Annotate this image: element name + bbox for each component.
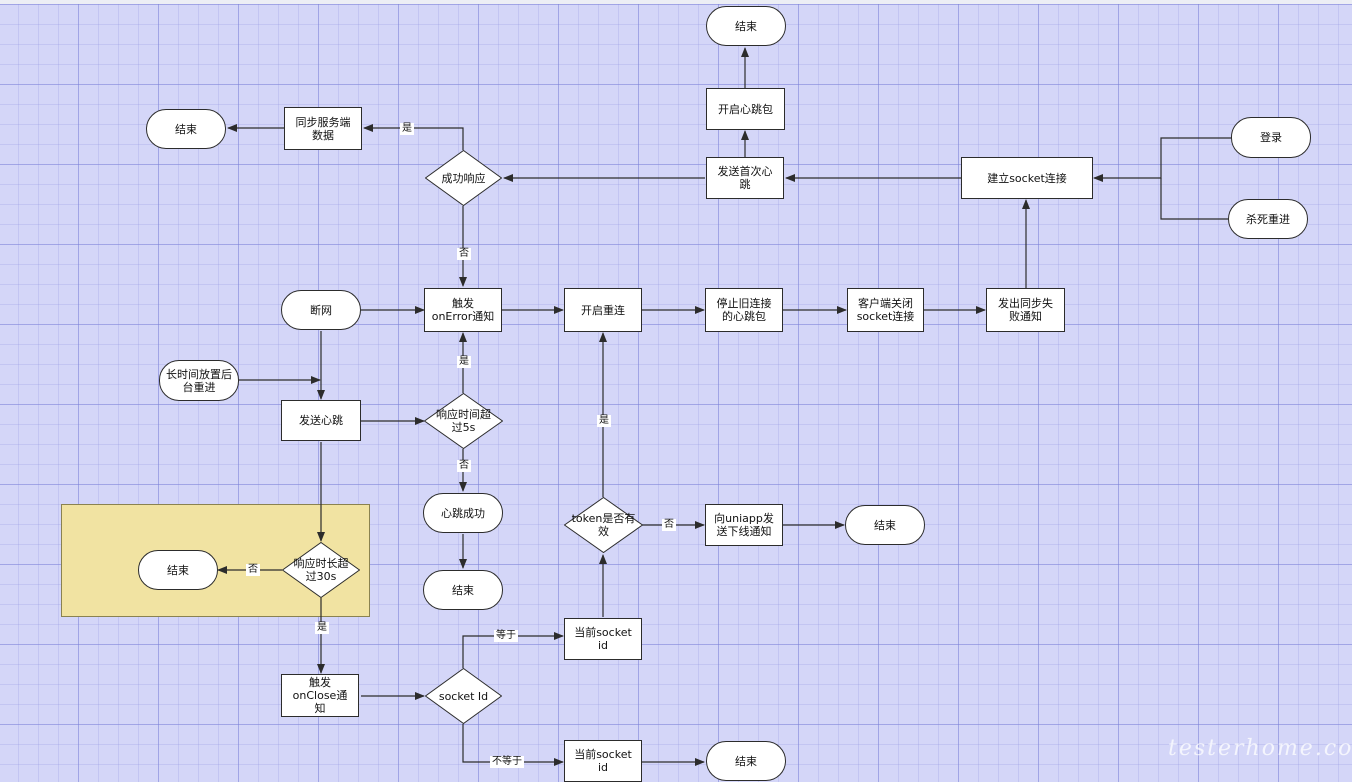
edge-login-to-build	[1093, 137, 1231, 182]
send-first-heartbeat-box: 发送首次心 跳	[706, 157, 784, 199]
label-yes-token: 是	[597, 415, 611, 427]
trigger-onerror-box: 触发 onError通知	[424, 288, 502, 332]
label-yes-sync: 是	[400, 123, 414, 135]
start-reconnect-box: 开启重连	[564, 288, 642, 332]
watermark: testerhome.com	[1168, 736, 1352, 761]
edge-success-to-sync	[363, 124, 464, 150]
label-no-30s: 否	[246, 564, 260, 576]
token-valid-text: token是否有 效	[571, 512, 636, 538]
end-right-mid-terminal: 结束	[845, 505, 925, 545]
label-no-token: 否	[662, 519, 676, 531]
label-not-equal: 不等于	[490, 756, 524, 768]
label-no-success: 否	[457, 248, 471, 260]
edge-socketid-to-equal	[462, 632, 564, 668]
label-yes-30s: 是	[315, 622, 329, 634]
end-zone-terminal: 结束	[138, 550, 218, 590]
sync-server-data-box: 同步服务端 数据	[284, 107, 362, 150]
trigger-onclose-box: 触发 onClose通 知	[281, 674, 359, 717]
response-over-5s-text: 响应时间超 过5s	[436, 408, 491, 434]
socket-id-decision: socket Id	[425, 668, 502, 724]
current-socket-notequal-box: 当前socket id	[564, 740, 642, 782]
kill-reenter-terminal: 杀死重进	[1228, 199, 1308, 239]
response-over-30s-decision: 响应时长超 过30s	[282, 542, 360, 598]
long-background-terminal: 长时间放置后 台重进	[159, 360, 239, 401]
canvas-top-strip	[0, 0, 1352, 4]
success-response-decision: 成功响应	[425, 150, 502, 206]
current-socket-equal-box: 当前socket id	[564, 618, 642, 660]
start-heartbeat-box: 开启心跳包	[706, 88, 785, 130]
send-sync-fail-box: 发出同步失 败通知	[986, 288, 1065, 332]
end-top-terminal: 结束	[706, 6, 786, 46]
login-terminal: 登录	[1231, 117, 1311, 158]
client-close-socket-box: 客户端关闭 socket连接	[847, 288, 924, 332]
stop-old-heartbeat-box: 停止旧连接 的心跳包	[705, 288, 783, 332]
response-over-30s-text: 响应时长超 过30s	[293, 557, 349, 583]
end-left-top-terminal: 结束	[146, 109, 226, 149]
network-down-terminal: 断网	[281, 290, 361, 330]
heartbeat-success-terminal: 心跳成功	[423, 493, 503, 533]
edge-socketid-to-notequal	[462, 724, 564, 766]
notify-offline-box: 向uniapp发 送下线通知	[705, 504, 783, 546]
label-no-5s: 否	[457, 460, 471, 472]
socket-id-text: socket Id	[438, 689, 489, 703]
send-heartbeat-box: 发送心跳	[281, 400, 361, 441]
token-valid-decision: token是否有 效	[564, 497, 643, 553]
label-equal: 等于	[494, 630, 518, 642]
end-mid-terminal: 结束	[423, 570, 503, 610]
response-over-5s-decision: 响应时间超 过5s	[424, 393, 503, 449]
edge-kill-to-build	[1160, 178, 1228, 220]
success-response-text: 成功响应	[441, 171, 486, 185]
build-socket-box: 建立socket连接	[961, 157, 1093, 199]
end-bottom-terminal: 结束	[706, 741, 786, 781]
label-yes-5s: 是	[457, 356, 471, 368]
